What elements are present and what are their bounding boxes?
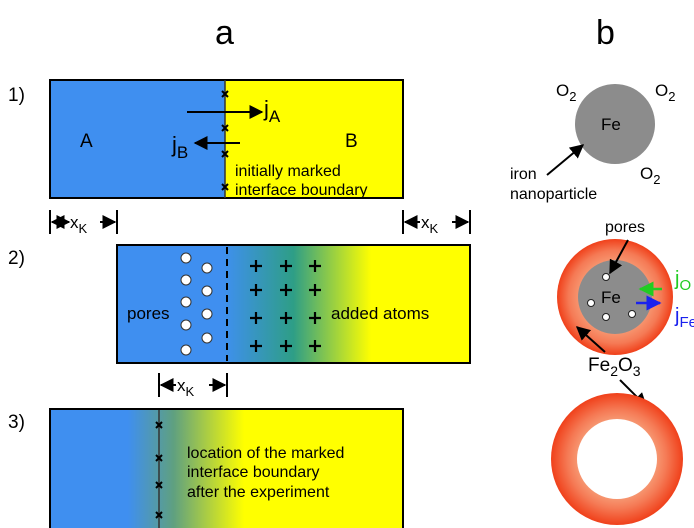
xk-middle-dimension <box>158 373 228 397</box>
added-atom-markers <box>250 260 321 352</box>
pores-label: pores <box>127 304 170 323</box>
xk-left-dimension <box>49 210 118 234</box>
row-3-label: 3) <box>8 412 25 433</box>
xk-right-label: xK <box>421 213 439 236</box>
row-2-label: 2) <box>8 248 25 269</box>
iron-label-line-1: iron <box>510 166 537 183</box>
region-b-label: B <box>345 131 358 152</box>
region-a-label: A <box>80 131 93 152</box>
fe2o3-pointer-up <box>575 326 606 353</box>
core-pore-markers <box>587 273 636 321</box>
iron-nanoparticle <box>575 84 655 164</box>
fe2o3-label: Fe2O3 <box>588 355 641 379</box>
o2-label-top-right: O2 <box>655 81 675 104</box>
row-1-region-b <box>225 80 403 198</box>
row-3-note-line-1: location of the marked <box>187 445 344 462</box>
flux-a-label: jA <box>263 96 281 126</box>
fe-label-top: Fe <box>601 115 621 134</box>
row-1-note-line-2: interface boundary <box>235 182 368 199</box>
pore-markers <box>180 252 213 356</box>
row-2-body <box>116 244 471 364</box>
row-3-note-line-2: interface boundary <box>187 464 320 481</box>
xk-middle-label: xK <box>177 376 195 399</box>
xk-right-dimension <box>402 210 471 234</box>
row-3-markers <box>155 421 163 519</box>
iron-flux-label: jFe <box>674 305 694 331</box>
fe-label-core: Fe <box>601 288 621 307</box>
iron-label-line-2: nanoparticle <box>510 186 597 203</box>
o2-label-bottom-right: O2 <box>640 164 660 187</box>
panel-a-label: a <box>215 14 234 52</box>
row-1-label: 1) <box>8 85 25 106</box>
row-1-frame <box>49 79 404 199</box>
added-atoms-label: added atoms <box>331 304 429 323</box>
row-1-markers <box>221 90 229 191</box>
row-3-body <box>49 408 404 528</box>
row-1-note-line-1: initially marked <box>235 163 341 180</box>
pores-label-b: pores <box>605 219 645 236</box>
o2-label-top-left: O2 <box>556 81 576 104</box>
hollow-core <box>577 419 657 499</box>
row-1-region-a <box>50 80 225 198</box>
oxygen-flux-label: jO <box>674 268 691 294</box>
iron-pointer-arrow <box>546 144 585 176</box>
pores-pointer-arrow <box>609 239 629 275</box>
panel-b-label: b <box>596 14 615 52</box>
flux-b-label: jB <box>171 132 188 162</box>
row-3-note-line-3: after the experiment <box>187 484 330 501</box>
xk-left-label: xK <box>70 213 88 236</box>
